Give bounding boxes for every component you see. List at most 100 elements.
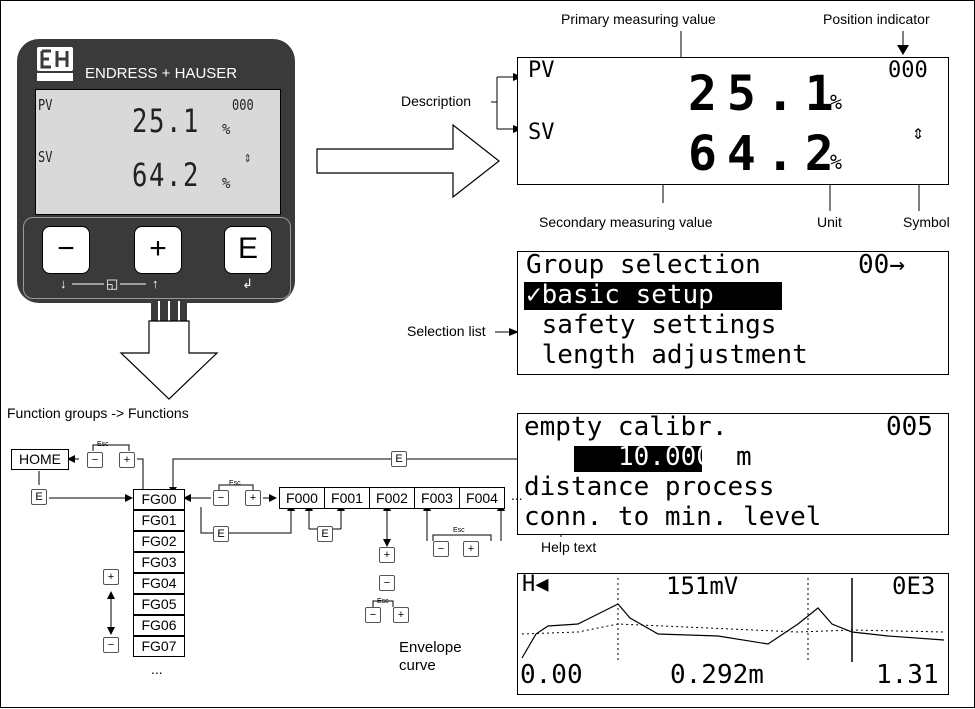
position-value: 000 (888, 58, 928, 83)
function-group-fg04[interactable]: FG04 (133, 573, 185, 594)
unit-label: Unit (817, 214, 842, 230)
help-unit: m (736, 442, 752, 472)
function-f003[interactable]: F003 (414, 487, 460, 509)
up-arrow-icon: ↑ (152, 276, 159, 291)
symbol-label: Symbol (903, 214, 950, 230)
brand-name: ENDRESS + HAUSER (85, 65, 238, 82)
enter-key[interactable]: E (224, 226, 272, 274)
symbol-value: ⇕ (912, 120, 925, 144)
description-label: Description (401, 93, 472, 109)
selection-item-safety-settings[interactable]: safety settings (526, 310, 777, 340)
home-box[interactable]: HOME (11, 449, 69, 470)
primary-value-label: Primary measuring value (561, 11, 716, 27)
measure-display: PV 000 25.1 % SV ⇕ 64.2 % (517, 57, 949, 185)
function-group-fg07[interactable]: FG07 (133, 636, 185, 657)
sv-value: 64.2 (688, 126, 844, 182)
pv-value: 25.1 (688, 66, 844, 122)
esc-label: Esc (377, 598, 389, 605)
sv-label: SV (528, 120, 555, 145)
function-f002[interactable]: F002 (369, 487, 415, 509)
function-group-fg03[interactable]: FG03 (133, 552, 185, 573)
device-position: 000 (232, 96, 254, 114)
plus-key-icon: + (393, 607, 409, 623)
envelope-label-line2: curve (399, 657, 436, 674)
help-value-highlight (574, 446, 702, 472)
pv-unit: % (830, 90, 843, 114)
esc-label: Esc (229, 480, 241, 487)
selection-code: 00→ (858, 251, 905, 280)
position-indicator-label: Position indicator (823, 11, 930, 27)
selection-highlight (524, 282, 782, 310)
selection-item-length-adjustment[interactable]: length adjustment (526, 340, 808, 370)
envelope-x-mid: 0.292m (670, 660, 764, 690)
function-group-fg02[interactable]: FG02 (133, 531, 185, 552)
envelope-display: H◀ 151mV 0E3 0.00 0.292m 1.31 (517, 573, 949, 695)
envelope-curve-plot (521, 578, 945, 662)
device-pv-value: 25.1 (132, 102, 201, 140)
minus-key-icon: − (379, 575, 395, 591)
device-housing: ENDRESS + HAUSER PV 000 25.1 % SV ⇕ 64.2… (17, 39, 295, 303)
keypad: − + E ↓ ↑ ◱ ↲ (23, 217, 291, 299)
envelope-label-line1: Envelope (399, 639, 462, 656)
plus-key-icon: + (119, 452, 135, 468)
enter-key-icon: E (31, 489, 47, 505)
down-arrow-icon: ↓ (60, 276, 67, 291)
minus-key-icon: − (213, 490, 229, 506)
help-value[interactable]: 10.000 (618, 442, 712, 472)
escape-combo-icon: ◱ (106, 276, 119, 291)
device-sv-label: SV (38, 148, 53, 166)
function-f004[interactable]: F004 (459, 487, 505, 509)
device-symbol: ⇕ (244, 148, 252, 166)
pv-label: PV (528, 58, 555, 83)
selection-title: Group selection (526, 251, 761, 280)
function-group-fg05[interactable]: FG05 (133, 594, 185, 615)
minus-key-icon: − (103, 637, 119, 653)
function-group-fg00[interactable]: FG00 (133, 489, 185, 510)
plus-key-icon: + (245, 490, 261, 506)
help-code: 005 (886, 413, 933, 442)
enter-hint-icon: ↲ (242, 276, 253, 291)
function-group-fg06[interactable]: FG06 (133, 615, 185, 636)
secondary-value-label: Secondary measuring value (539, 214, 713, 230)
selection-display: Group selection 00→ ✓basic setup safety … (517, 251, 949, 375)
function-group-fg01[interactable]: FG01 (133, 510, 185, 531)
device-display: PV 000 25.1 % SV ⇕ 64.2 % (35, 89, 281, 215)
envelope-x-right: 1.31 (876, 660, 939, 690)
envelope-value: 151mV (666, 573, 739, 600)
device-sv-unit: % (222, 176, 231, 192)
plus-key-icon: + (463, 541, 479, 557)
device-pv-unit: % (222, 122, 231, 138)
enter-key-icon: E (213, 526, 229, 542)
key-combo-lines (72, 283, 146, 285)
help-text-label: Help text (541, 539, 597, 555)
plus-key-icon: + (379, 547, 395, 563)
esc-label: Esc (453, 527, 465, 534)
minus-key-icon: − (87, 452, 103, 468)
envelope-code: 0E3 (892, 573, 936, 600)
help-display: empty calibr. 005 10.000 m distance proc… (517, 413, 949, 535)
device-pv-label: PV (38, 96, 53, 114)
esc-label: Esc (97, 441, 109, 448)
selection-list-label: Selection list (407, 323, 486, 339)
minus-key-icon: − (365, 607, 381, 623)
selection-item-basic-setup[interactable]: ✓basic setup (526, 280, 714, 310)
function-f001[interactable]: F001 (324, 487, 370, 509)
enter-key-icon: E (391, 451, 407, 467)
device-header: ENDRESS + HAUSER (37, 45, 277, 83)
plus-key-icon: + (103, 569, 119, 585)
plus-key[interactable]: + (134, 226, 182, 274)
minus-key[interactable]: − (42, 226, 90, 274)
envelope-marker: H◀ (522, 573, 549, 597)
function-f000[interactable]: F000 (279, 487, 325, 509)
help-title: empty calibr. (524, 413, 728, 442)
groups-ellipsis: ... (151, 661, 163, 677)
eh-logo-icon (37, 47, 73, 71)
help-line-3: distance process (524, 472, 775, 502)
envelope-x-left: 0.00 (520, 660, 583, 690)
enter-key-icon: E (317, 526, 333, 542)
function-groups-title: Function groups -> Functions (7, 405, 189, 421)
minus-key-icon: − (433, 541, 449, 557)
sv-unit: % (830, 150, 843, 174)
functions-ellipsis: ... (511, 487, 523, 503)
